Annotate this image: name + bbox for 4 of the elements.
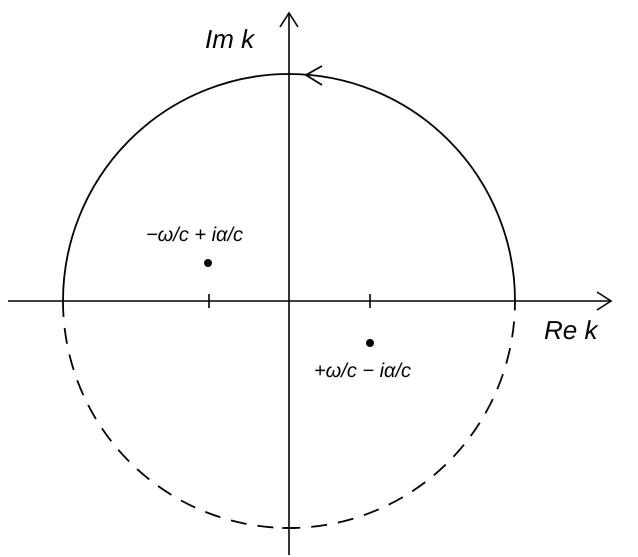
pole-label: −ω/c + iα/c <box>146 224 244 247</box>
axis-label: Re k <box>544 315 598 346</box>
pole-label: +ω/c − iα/c <box>314 360 412 383</box>
axis-label: Im k <box>205 24 254 55</box>
